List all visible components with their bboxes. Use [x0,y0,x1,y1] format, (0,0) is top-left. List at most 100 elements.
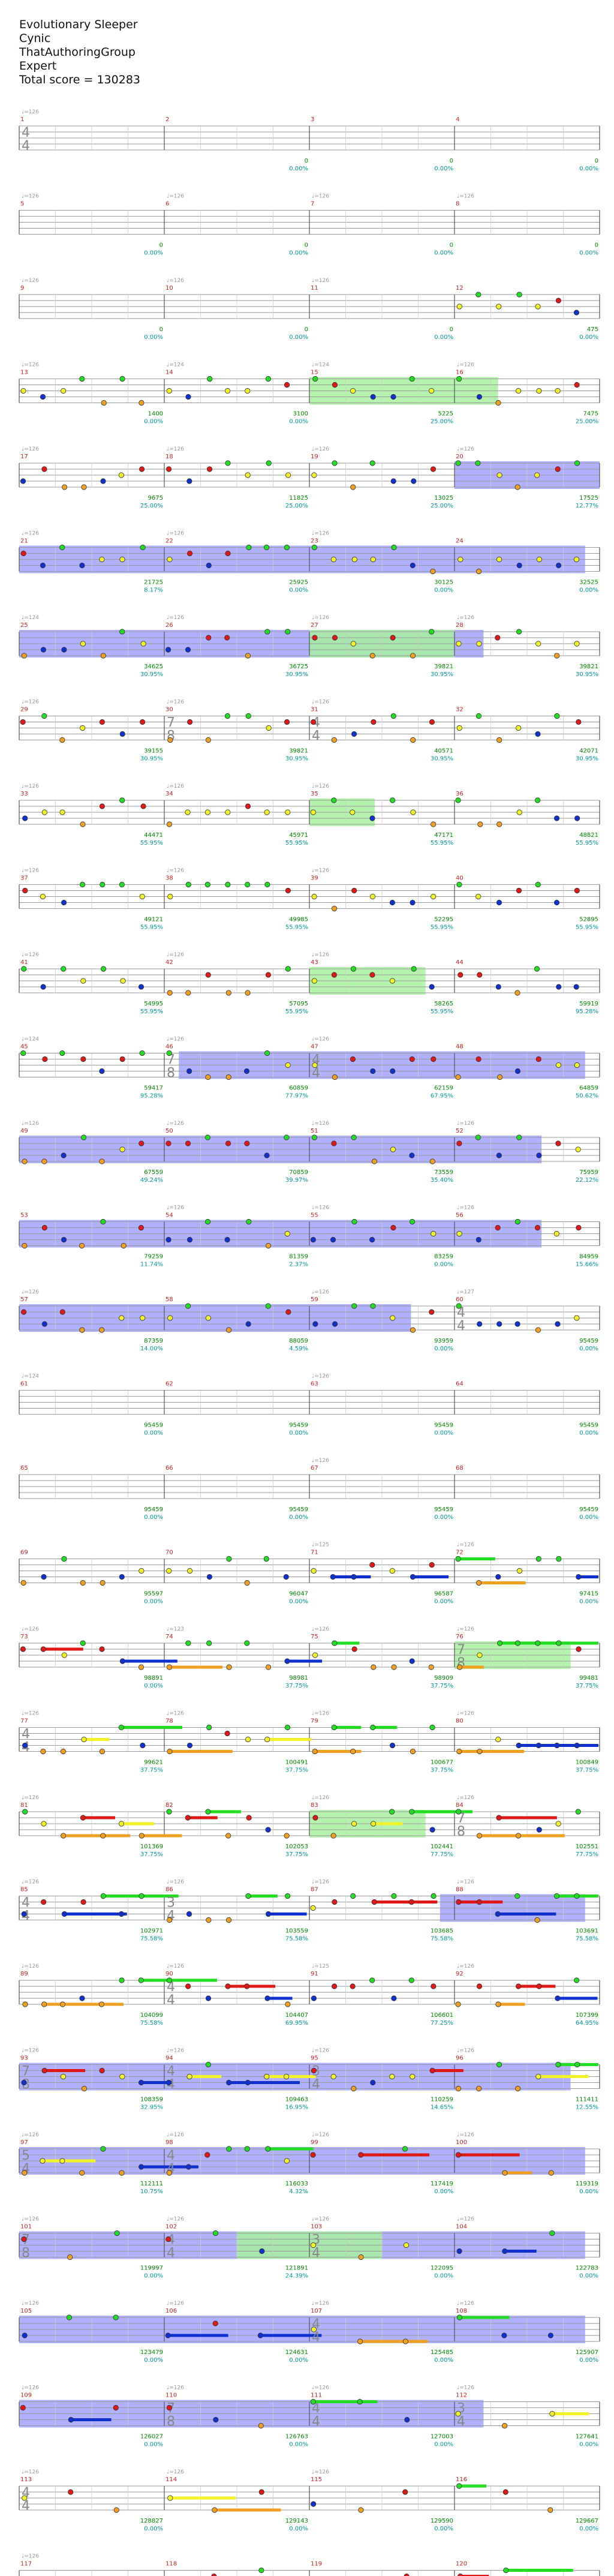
note-gem [166,2170,172,2176]
measure-score: 129667 [576,2518,598,2524]
measure-number: 102 [165,2224,177,2230]
measure-number: 20 [456,454,463,460]
note-gem [225,990,231,996]
tempo-marking: ♩=126 [167,1121,184,1127]
measure-percent: 0.00% [579,2442,598,2448]
note-gem [243,1068,250,1074]
note-gem [332,635,338,641]
tempo-marking: ♩=124 [312,362,329,368]
note-gem [225,881,231,888]
note-gem [165,647,171,653]
note-gem [576,1224,582,1231]
tempo-marking: ♩=126 [167,1711,184,1717]
note-gem [553,1893,560,1899]
note-gem [370,2079,376,2086]
measure-score: 95459 [144,1422,163,1429]
tempo-marking: ♩=126 [457,615,474,621]
measure-percent: 37.75% [140,1767,163,1774]
note-gem [186,1742,193,1749]
measure-score: 7475 [583,411,598,418]
time-signature-top: 7 [167,716,175,731]
measure-score: 104099 [140,2012,163,2019]
measure-score: 34625 [144,663,163,670]
note-gem [475,292,481,298]
time-signature-bottom: 4 [22,139,30,154]
note-gem [311,472,317,478]
note-gem [285,629,291,635]
note-gem [429,1827,435,1833]
note-gem [431,1230,437,1237]
note-gem [411,478,417,484]
measure-score: 54995 [144,1001,163,1007]
measure-percent: 0.00% [434,334,453,341]
note-gem [80,1640,86,1646]
time-signature-bottom: 4 [312,1066,320,1081]
tempo-marking: ♩=126 [312,2217,329,2223]
note-gem [119,1574,125,1580]
note-gem [514,1321,520,1327]
tempo-marking: ♩=126 [312,615,329,621]
note-gem [59,2001,66,2007]
tempo-marking: ♩=126 [167,1880,184,1886]
note-gem [516,725,522,731]
tempo-marking: ♩=126 [22,2301,39,2307]
note-gem [515,2085,521,2092]
measure-score: 59919 [579,1001,598,1007]
note-gem [503,2567,509,2574]
tempo-marking: ♩=126 [167,531,184,537]
measure-number: 12 [456,285,463,292]
time-signature-bottom: 4 [457,2415,465,2430]
measure-score: 0 [450,242,453,249]
note-gem [429,629,435,635]
measure-score: 116033 [285,2181,308,2187]
note-gem [119,881,125,888]
tempo-marking: ♩=126 [22,2554,39,2560]
measure-score: 126027 [140,2434,163,2440]
note-gem [167,990,173,996]
time-signature-top: 4 [22,1896,30,1911]
note-gem [535,304,541,310]
note-gem [167,2495,173,2501]
note-gem [21,966,27,972]
note-gem [311,978,317,984]
measure-number: 119 [311,2561,322,2568]
measure-percent: 25.00% [431,419,453,425]
note-gem [501,2422,508,2429]
measure-percent: 0.00% [434,1346,453,1352]
tempo-marking: ♩=126 [312,2469,329,2475]
note-gem [224,635,230,641]
measure-percent: 0.00% [144,2357,163,2364]
note-gem [224,1730,230,1737]
note-gem [138,2164,145,2170]
note-gem [456,725,462,731]
note-gem [312,1321,318,1327]
note-gem [371,719,377,725]
measure-score: 25925 [289,580,308,586]
note-gem [166,1977,172,1983]
note-gem [332,382,338,388]
note-gem [574,1977,580,1983]
tempo-marking: ♩=126 [312,1289,329,1295]
note-gem [119,629,125,635]
note-gem [99,719,105,725]
note-gem [496,1815,502,1821]
note-gem [138,1664,145,1670]
time-signature-top: 4 [167,1980,175,1995]
note-gem [536,556,542,563]
note-gem [101,400,107,406]
note-gem [206,1574,213,1580]
note-gem [80,1580,86,1586]
measure-score: 125485 [431,2349,453,2356]
note-gem [113,2314,119,2320]
note-gem [332,1983,338,1989]
measure-score: 47171 [434,832,453,839]
tempo-marking: ♩=126 [22,194,39,200]
tempo-marking: ♩=126 [312,278,329,284]
measure-score: 119319 [576,2181,598,2187]
note-gem [166,388,172,394]
measure-score: 122095 [431,2265,453,2272]
note-gem [205,1995,212,2001]
note-gem [553,815,560,821]
note-gem [311,2501,317,2507]
tempo-marking: ♩=126 [457,1711,474,1717]
